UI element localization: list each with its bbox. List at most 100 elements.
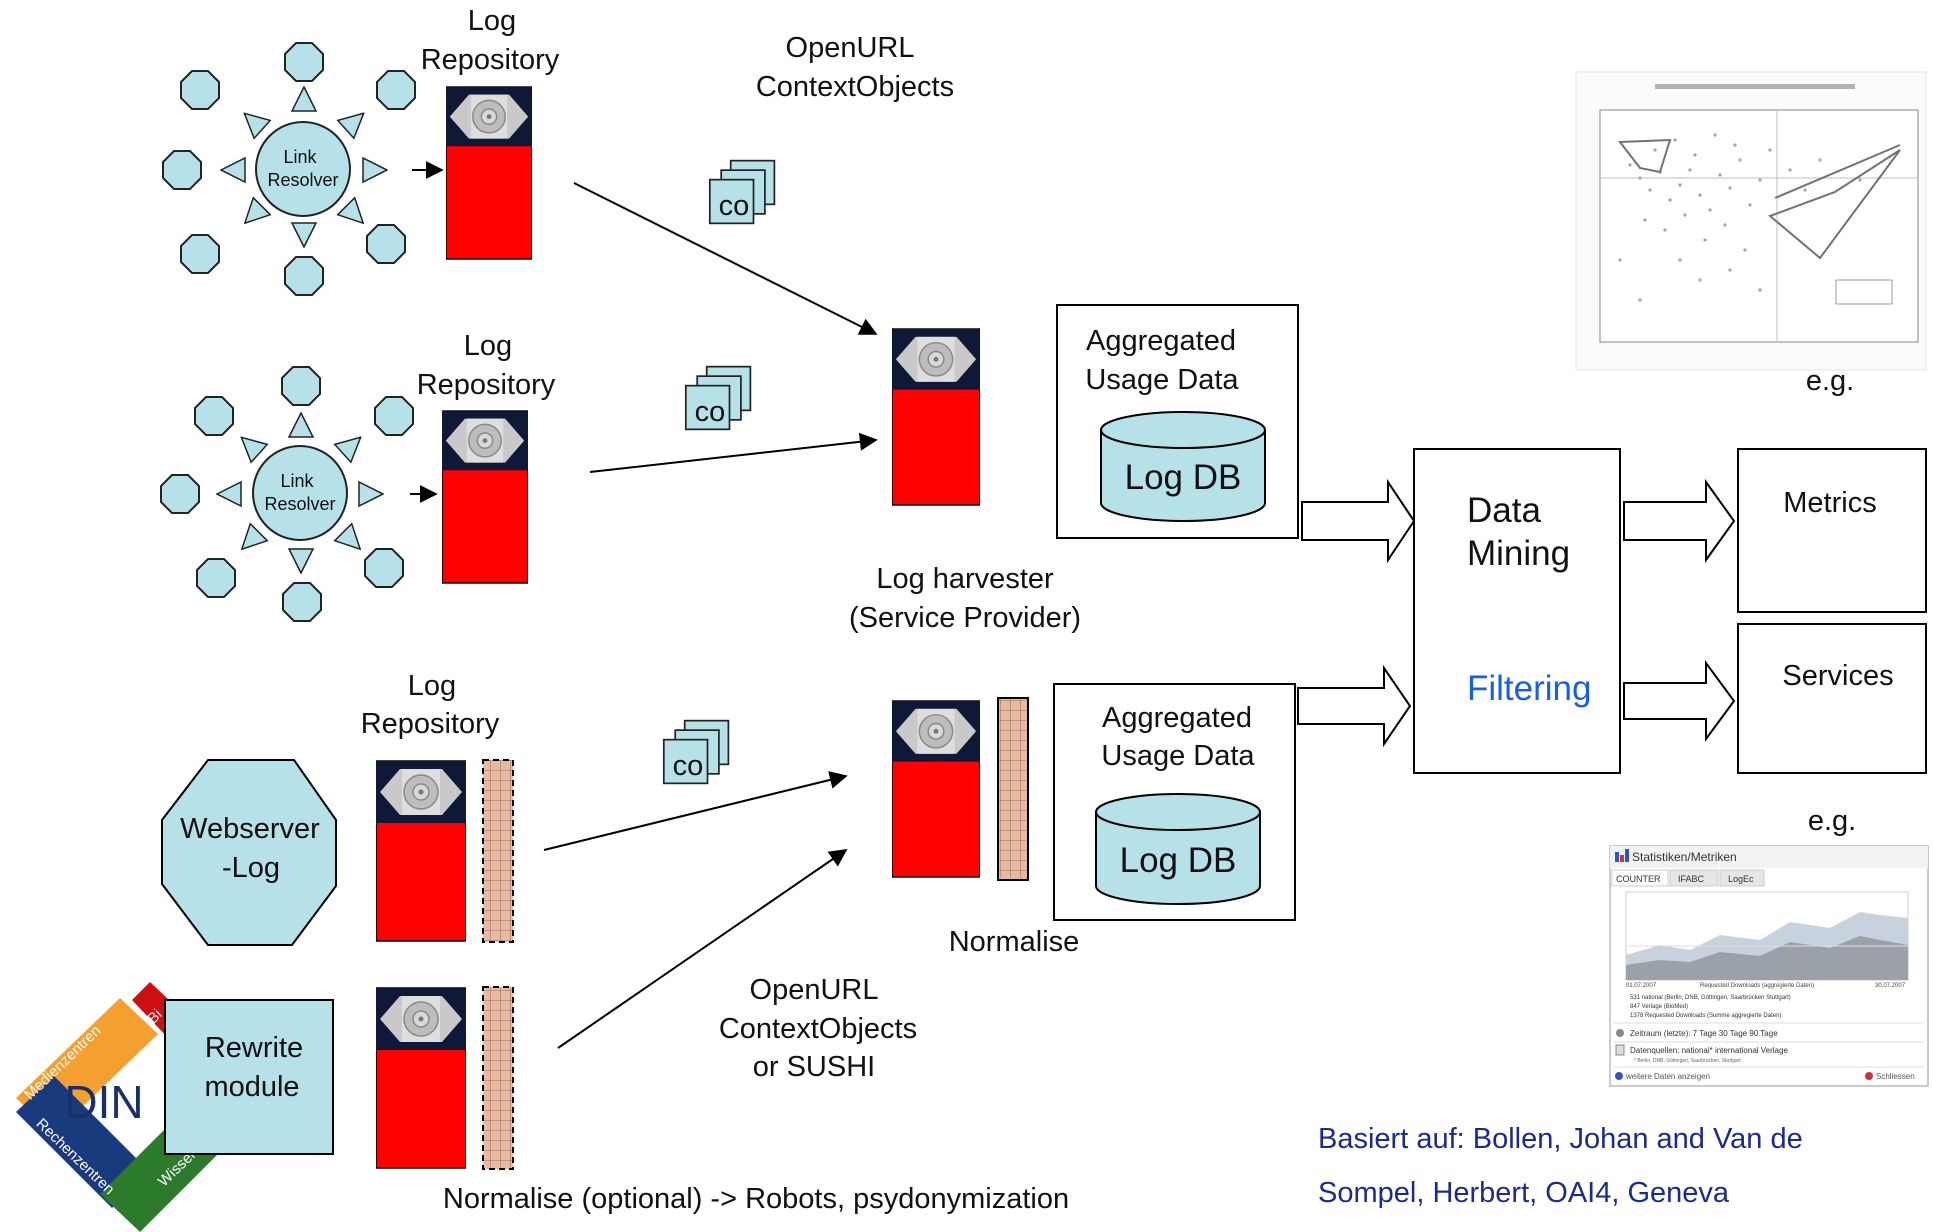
normalise-optional-label: Normalise (optional) -> Robots, psydonym… [443,1183,1069,1215]
server-icon [376,760,466,942]
server-icon [892,328,980,506]
credit-line2: Sompel, Herbert, OAI4, Geneva [1318,1177,1730,1209]
flow-arrow [573,182,878,335]
link-resolver-cluster-1: Link Resolver [162,42,444,296]
metrics-box: Metrics [1737,448,1927,613]
clock-icon [1616,1029,1624,1037]
log-repository-1-title-line2: Repository [421,44,560,76]
aggregated-line2: Usage Data [1101,740,1255,772]
block-arrow [1623,478,1736,564]
normalise-label: Normalise [949,926,1080,958]
data-mining-box: Data Mining Filtering [1413,448,1621,774]
example-label-bottom: e.g. [1808,805,1856,837]
openurl-bottom-line1: OpenURL [750,974,879,1006]
normalise-table-icon [482,759,514,943]
stats-close-button[interactable]: Schliessen [1876,1072,1915,1081]
stats-legend-national: 531 national (Berlin, DNB, Göttingen, Sa… [1630,995,1791,1001]
stats-timeframe[interactable]: Zeitraum (letzte): 7 Tage 30 Tage 90 Tag… [1630,1029,1778,1038]
log-repository-2: Log Repository [417,330,556,584]
statistics-panel-thumbnail: Statistiken/Metriken COUNTER IFABC LogEc… [1609,845,1929,1087]
services-box: Services [1737,623,1927,774]
stats-tab-logec[interactable]: LogEc [1728,874,1754,884]
server-icon [892,700,980,878]
stats-tab-counter[interactable]: COUNTER [1616,874,1661,884]
block-arrow [1301,478,1416,564]
log-repository-1-title-line1: Log [468,5,516,37]
co-label: co [695,396,726,428]
rewrite-module-line2: module [204,1071,299,1103]
co-label: co [673,750,704,782]
openurl-bottom-line3: or SUSHI [753,1051,875,1083]
link-resolver-cluster-2: Link Resolver [160,366,438,622]
credit-line1: Basiert auf: Bollen, Johan and Van de [1318,1123,1803,1155]
info-icon [1615,1072,1623,1080]
aggregated-line1: Aggregated [1102,702,1252,734]
logdb-label: Log DB [1125,458,1242,497]
link-resolver-label-line1: Link [283,147,317,167]
context-object-stack-1: co [708,159,776,225]
context-object-stack-2: co [684,365,752,431]
log-repository-3-title-line2: Repository [361,708,500,740]
metrics-label: Metrics [1783,487,1876,519]
stats-date-end: 30.07.2007 [1875,983,1906,989]
database-icon [1100,411,1266,522]
rewrite-module-line1: Rewrite [205,1032,303,1064]
flow-arrow [589,432,878,473]
flow-arrow [543,771,848,851]
openurl-top-line1: OpenURL [786,32,915,64]
aggregated-usage-box-1: Aggregated Usage Data Log DB [1056,304,1299,539]
filtering-label: Filtering [1467,669,1591,708]
normalise-server: Normalise [892,697,1080,958]
link-resolver-2-label-line1: Link [280,471,314,491]
link-resolver-2-label-line2: Resolver [264,494,335,514]
dini-logo-text: DIN [64,1076,143,1128]
stats-date-start: 01.07.2007 [1626,983,1657,989]
normalise-table-icon [997,697,1029,881]
stats-legend-verlage: 847 Verlage (BioMed) [1630,1004,1688,1010]
link-resolver-label-line2: Resolver [267,170,338,190]
aggregated-line1: Aggregated [1086,325,1236,357]
stats-tab-ifabc[interactable]: IFABC [1678,874,1705,884]
aggregated-usage-box-2: Aggregated Usage Data Log DB [1053,683,1296,921]
normalise-table-icon [482,986,514,1170]
webserver-log-line1: Webserver [180,813,320,845]
close-icon [1865,1072,1873,1080]
example-label-top: e.g. [1806,365,1854,397]
stats-sources[interactable]: Datenquellen: national* international Ve… [1630,1046,1788,1055]
webserver-log-node: Webserver -Log [161,759,337,946]
co-label: co [719,190,750,222]
log-harvester-line2: (Service Provider) [849,602,1081,634]
stats-caption: Requested Downloads (aggregierte Daten) [1700,983,1814,989]
server-icon [446,86,532,260]
stats-legend-sum: 1378 Requested Downloads (Summe aggregie… [1630,1013,1781,1019]
server-icon [442,410,528,584]
openurl-top-line2: ContextObjects [756,71,954,103]
context-object-stack-3: co [662,719,730,785]
scatter-plot-thumbnail [1575,71,1927,371]
stats-more-link[interactable]: weitere Daten anzeigen [1625,1072,1710,1081]
block-arrow [1297,664,1412,748]
stats-title: Statistiken/Metriken [1632,850,1737,864]
data-mining-line1: Data [1467,491,1541,530]
server-icon [376,987,466,1169]
database-icon [1095,793,1261,905]
services-label: Services [1782,660,1893,692]
chart-icon [1615,852,1619,862]
aggregated-line2: Usage Data [1085,364,1239,396]
logdb-label: Log DB [1120,841,1237,880]
log-harvester-line1: Log harvester [876,563,1054,595]
stats-sources-note: * Berlin, DNB, Göttingen, Saarbrücken, S… [1634,1058,1741,1064]
flow-arrow [557,848,848,1049]
block-arrow [1623,659,1736,743]
log-repository-1: Log Repository [421,5,560,260]
log-repository-2-title-line1: Log [464,330,512,362]
rewrite-module-node: Rewrite module [164,999,334,1155]
webserver-log-line2: -Log [222,852,280,884]
log-harvester: Log harvester (Service Provider) [849,328,1081,634]
filter-icon [1615,1044,1625,1056]
openurl-bottom-line2: ContextObjects [719,1013,917,1045]
log-repository-3-title-line1: Log [408,670,456,702]
log-repository-2-title-line2: Repository [417,369,556,401]
data-mining-line2: Mining [1467,534,1570,573]
